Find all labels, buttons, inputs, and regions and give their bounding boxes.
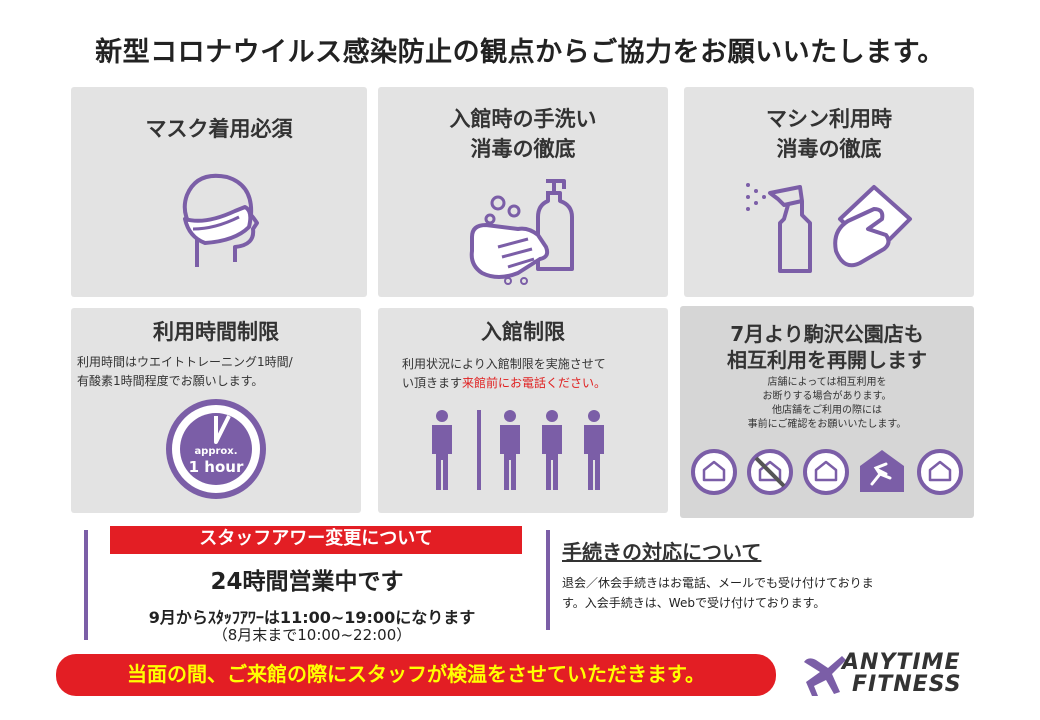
procedures-title: 手続きの対応について: [562, 540, 762, 564]
spray-wipe-icon: [744, 179, 914, 279]
store-icon-3: [803, 449, 849, 495]
people-icon: [430, 410, 620, 492]
time-limit-card: 利用時間制限 利用時間はウエイトトレーニング1時間/ 有酸素1時間程度でお願いし…: [71, 308, 361, 513]
time-limit-title: 利用時間制限: [153, 320, 279, 344]
staff-hours-old: （8月末まで10:00~22:00）: [212, 626, 412, 644]
komazawa-title-2: 相互利用を再開します: [727, 348, 927, 372]
logo-text-anytime: ANYTIME: [842, 650, 961, 675]
page-title: 新型コロナウイルス感染防止の観点からご協力をお願いいたします。: [95, 37, 945, 68]
store-icons: [690, 446, 964, 498]
komazawa-desc-3: 他店舗をご利用の際には: [772, 405, 882, 416]
store-icon-prohibited: [747, 449, 793, 495]
procedures-line-1: 退会／休会手続きはお電話、メールでも受け付けておりま: [562, 576, 874, 590]
time-limit-desc-1: 利用時間はウエイトトレーニング1時間/: [77, 355, 293, 369]
open-24-hours: 24時間営業中です: [210, 569, 404, 595]
handwash-card: 入館時の手洗い 消毒の徹底: [378, 87, 668, 297]
entry-limit-card: 入館制限 利用状況により入館制限を実施させて い頂きます来館前にお電話ください。: [378, 308, 668, 513]
staff-hour-banner: スタッフアワー変更について: [110, 526, 522, 554]
store-icon-5: [917, 449, 963, 495]
entry-limit-desc-2a: い頂きます: [402, 376, 463, 390]
store-icon-1: [691, 449, 737, 495]
time-limit-desc-2: 有酸素1時間程度でお願いします。: [77, 374, 264, 388]
anytime-fitness-logo: ANYTIME FITNESS: [798, 650, 998, 700]
entry-limit-desc-2: い頂きます来館前にお電話ください。: [402, 374, 606, 392]
komazawa-desc-2: お断りする場合があります。: [762, 391, 892, 402]
hand-sanitizer-icon: [468, 177, 588, 287]
procedures-line-2: す。入会手続きは、Webで受け付けております。: [562, 596, 826, 610]
temperature-check-banner: 当面の間、ご来館の際にスタッフが検温をさせていただきます。: [56, 654, 776, 696]
clock-label-hour: 1 hour: [188, 458, 244, 476]
entry-limit-title: 入館制限: [481, 320, 565, 344]
clock-icon: approx. 1 hour: [163, 396, 269, 502]
clock-label-approx: approx.: [194, 446, 238, 457]
mask-card: マスク着用必須: [71, 87, 367, 297]
mask-card-title: マスク着用必須: [145, 117, 293, 141]
handwash-card-title-1: 入館時の手洗い: [449, 107, 597, 131]
machine-card-title-2: 消毒の徹底: [776, 137, 882, 161]
komazawa-desc-1: 店舗によっては相互利用を: [767, 377, 887, 388]
komazawa-card: 7月より駒沢公園店も 相互利用を再開します 店舗によっては相互利用を お断りする…: [680, 306, 974, 518]
staff-divider-left: [84, 530, 88, 640]
entry-limit-call-note: 来館前にお電話ください。: [462, 376, 607, 390]
logo-text-fitness: FITNESS: [852, 672, 962, 697]
machine-card-title-1: マシン利用時: [766, 107, 892, 131]
komazawa-desc-4: 事前にご確認をお願いいたします。: [747, 419, 907, 430]
staff-hours-new: 9月からｽﾀｯﾌｱﾜｰは11:00~19:00になります: [148, 608, 476, 627]
mask-face-icon: [175, 167, 265, 277]
machine-card: マシン利用時 消毒の徹底: [684, 87, 974, 297]
komazawa-title-1: 7月より駒沢公園店も: [730, 322, 924, 346]
procedures-divider: [546, 530, 550, 630]
handwash-card-title-2: 消毒の徹底: [470, 137, 576, 161]
entry-limit-desc-1: 利用状況により入館制限を実施させて: [402, 357, 606, 371]
anytime-store-icon: [860, 450, 904, 492]
